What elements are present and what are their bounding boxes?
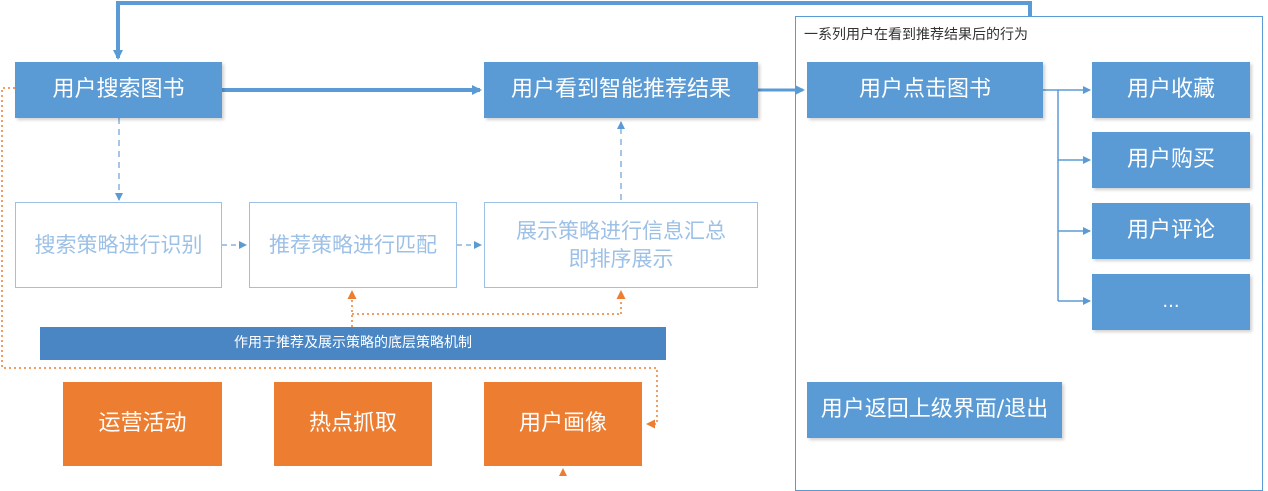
node-user-profile: 用户画像 (484, 382, 642, 466)
node-display-strategy: 展示策略进行信息汇总 即排序展示 (484, 202, 758, 288)
mechanism-bar: 作用于推荐及展示策略的底层策略机制 (40, 327, 666, 360)
node-favorite: 用户收藏 (1092, 62, 1250, 118)
node-operations: 运营活动 (63, 382, 222, 466)
node-recommend-strategy: 推荐策略进行匹配 (249, 202, 457, 288)
behavior-panel-label: 一系列用户在看到推荐结果后的行为 (804, 27, 1028, 43)
node-search-strategy: 搜索策略进行识别 (15, 202, 222, 288)
node-purchase: 用户购买 (1092, 132, 1250, 188)
node-return-exit: 用户返回上级界面/退出 (807, 382, 1062, 438)
node-see-results: 用户看到智能推荐结果 (484, 62, 758, 118)
node-search-books: 用户搜索图书 (15, 62, 222, 118)
node-comment: 用户评论 (1092, 203, 1250, 259)
node-more: ... (1092, 274, 1250, 330)
node-hot-topics: 热点抓取 (274, 382, 432, 466)
node-click-book: 用户点击图书 (807, 62, 1043, 118)
